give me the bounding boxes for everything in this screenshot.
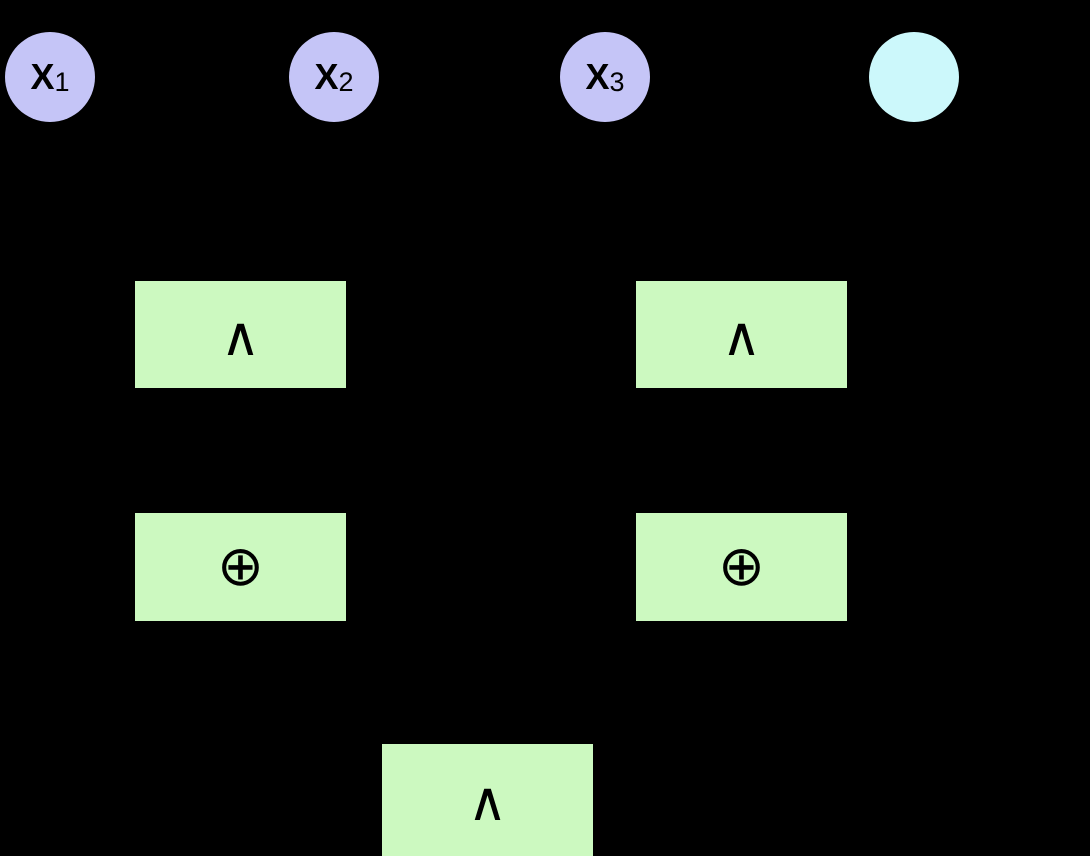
input-node-x1[interactable]: X1 [5, 32, 95, 122]
edge-xor-right-to-and-bottom [539, 619, 736, 746]
gate-xor-right[interactable]: ⊕ [636, 513, 847, 621]
gate-and-bottom[interactable]: ∧ [382, 744, 593, 856]
edge-x1-to-and-left [58, 119, 202, 282]
and-icon: ∧ [220, 306, 261, 367]
gate-and-left[interactable]: ∧ [135, 281, 346, 388]
edge-x2-to-and-right [351, 116, 691, 283]
and-icon: ∧ [467, 772, 508, 832]
and-icon: ∧ [721, 306, 762, 367]
output-node-unlabeled[interactable] [869, 32, 959, 122]
gate-and-right[interactable]: ∧ [636, 281, 847, 388]
xor-icon: ⊕ [718, 534, 765, 597]
input-node-x2-label: X2 [314, 56, 354, 97]
input-node-x3-label: X3 [585, 56, 625, 97]
edge-x3-to-and-right [608, 120, 742, 282]
edge-xor-left-to-and-bottom [244, 619, 441, 746]
input-node-x3[interactable]: X3 [560, 32, 650, 122]
input-node-x2[interactable]: X2 [289, 32, 379, 122]
edge-x2-to-and-left [278, 119, 322, 282]
input-node-x1-label: X1 [30, 56, 70, 97]
xor-icon: ⊕ [217, 534, 264, 597]
gate-xor-left[interactable]: ⊕ [135, 513, 346, 621]
